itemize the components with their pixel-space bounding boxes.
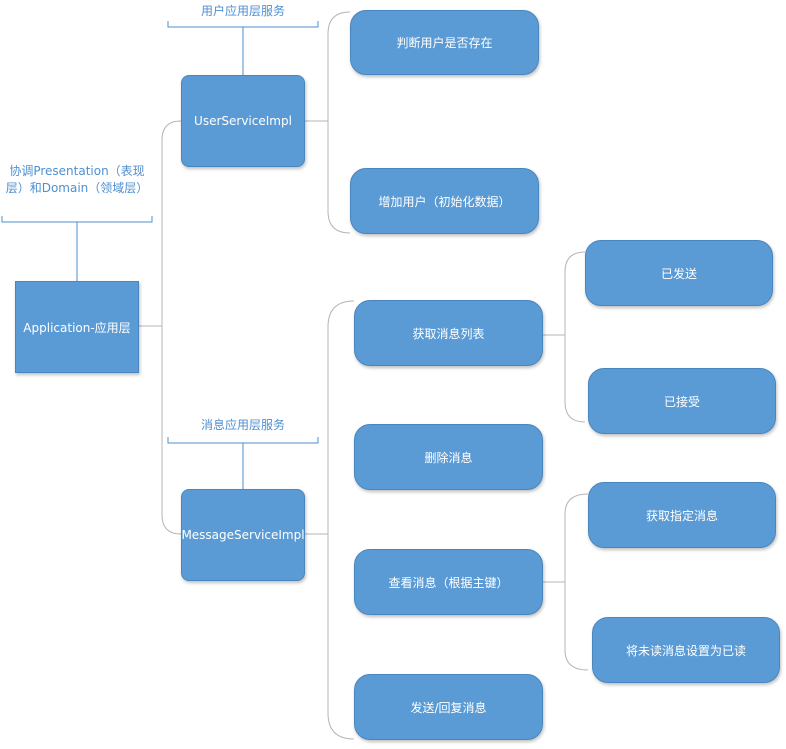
root-callout-note: 协调Presentation（表现层）和Domain（领域层）	[5, 164, 149, 195]
add-user-node: 增加用户（初始化数据）	[350, 168, 539, 234]
user-service-callout-note: 用户应用层服务	[200, 4, 285, 18]
get-specific-message-node: 获取指定消息	[588, 482, 776, 548]
check-user-exists-node: 判断用户是否存在	[350, 10, 539, 75]
message-service-node: MessageServiceImpl	[181, 489, 305, 581]
message-service-callout-note: 消息应用层服务	[200, 418, 285, 432]
get-message-list-node: 获取消息列表	[354, 300, 543, 366]
user-service-node: UserServiceImpl	[181, 75, 305, 167]
mark-unread-as-read-node: 将未读消息设置为已读	[592, 617, 780, 683]
received-node: 已接受	[588, 368, 776, 434]
application-layer-node: Application-应用层	[15, 281, 139, 373]
view-message-node: 查看消息（根据主键）	[354, 549, 543, 615]
sent-node: 已发送	[585, 240, 773, 306]
delete-message-node: 删除消息	[354, 424, 543, 490]
send-reply-message-node: 发送/回复消息	[354, 674, 543, 740]
